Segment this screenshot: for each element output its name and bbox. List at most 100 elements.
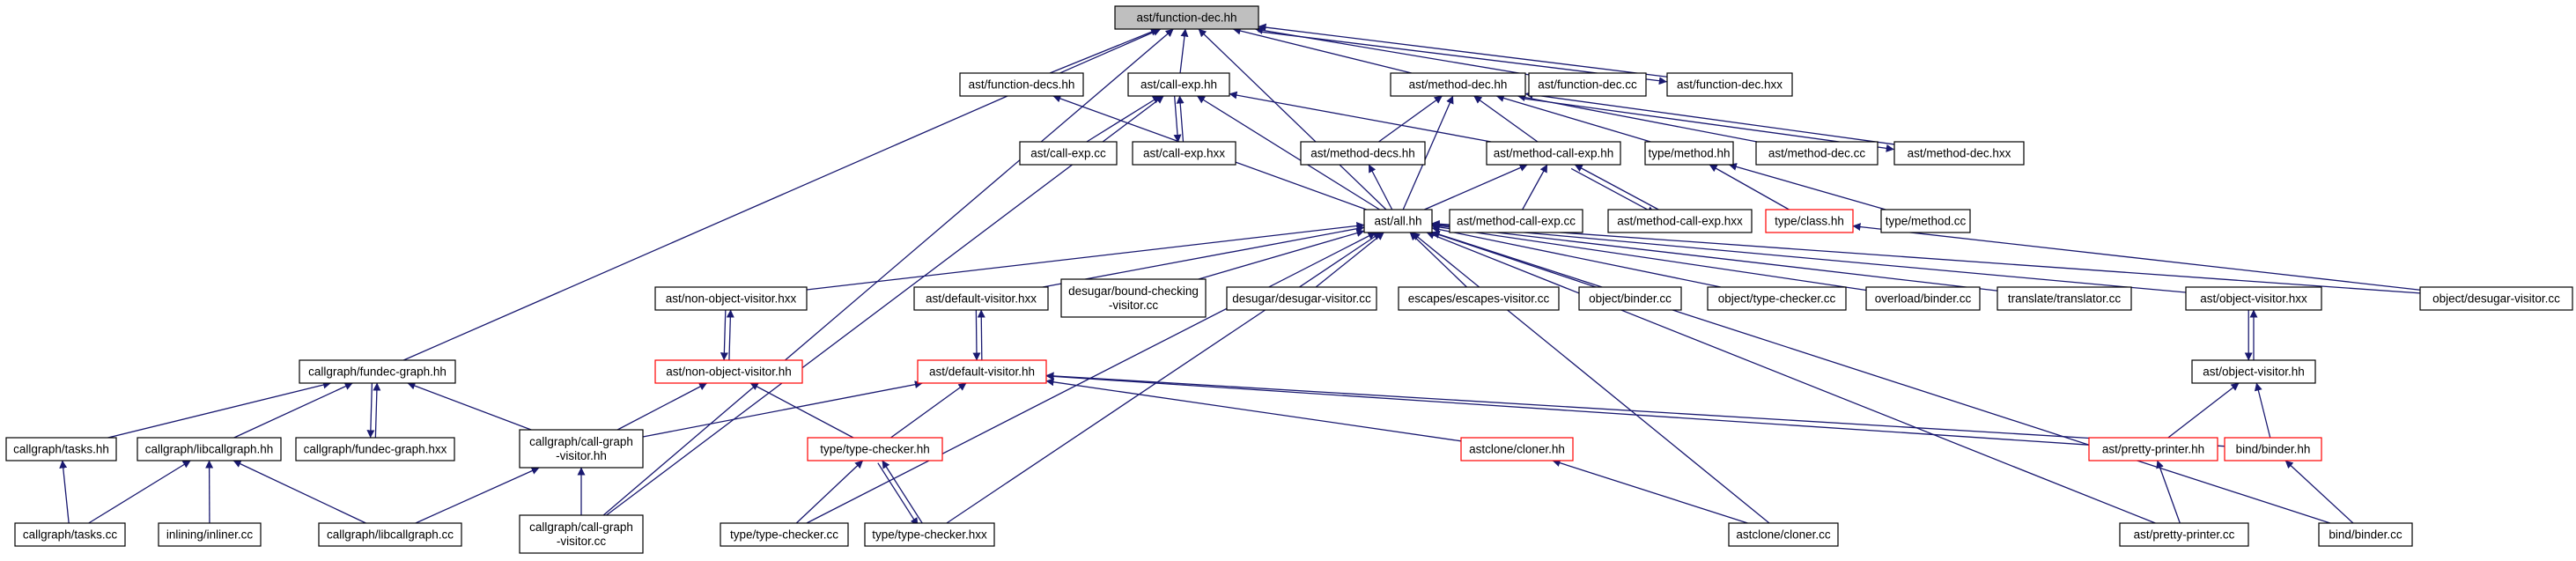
node-label: ast/pretty-printer.hh [2102,443,2204,456]
node-defvisitor-hxx[interactable]: ast/default-visitor.hxx [913,286,1049,311]
node-box [1707,286,1847,311]
node-label: ast/pretty-printer.cc [2134,528,2235,542]
node-fdec-hh[interactable]: ast/function-dec.hh [1114,5,1259,30]
node-typechecker-cc[interactable]: type/type-checker.cc [720,522,849,547]
node-novisitor-hxx[interactable]: ast/non-object-visitor.hxx [654,286,808,311]
node-box [1528,72,1647,97]
edge-all_hh-to-fdec_hh [1198,28,1387,210]
edge-typechecker_hxx-to-all_hh [946,232,1382,524]
node-label: desugar/bound-checking [1068,284,1199,298]
node-prettyprinter-cc[interactable]: ast/pretty-printer.cc [2119,522,2249,547]
node-box [2318,522,2413,547]
edge-prettyprinter_hh-to-defvisitor_hh [1045,372,2090,446]
node-inliner-cc[interactable]: inlining/inliner.cc [158,522,262,547]
node-label: bind/binder.cc [2329,528,2403,542]
edge-typechecker_hxx-to-typechecker_hh [882,460,923,524]
node-box [2191,359,2316,384]
node-methoddec-hh[interactable]: ast/method-dec.hh [1390,72,1526,97]
node-label: callgraph/tasks.hh [13,443,109,456]
node-box [1997,286,2132,311]
node-objbinder-cc[interactable]: object/binder.cc [1578,286,1682,311]
node-callexp-cc[interactable]: ast/call-exp.cc [1019,141,1118,166]
node-methoddecs-hh[interactable]: ast/method-decs.hh [1300,141,1426,166]
node-box [959,72,1084,97]
node-bindbinder-cc[interactable]: bind/binder.cc [2318,522,2413,547]
node-box [1449,209,1583,233]
node-cgtasks-cc[interactable]: callgraph/tasks.cc [14,522,126,547]
node-fundecgraph-hh[interactable]: callgraph/fundec-graph.hh [299,359,456,384]
node-mce-hh[interactable]: ast/method-call-exp.hh [1486,141,1621,166]
node-label: callgraph/tasks.cc [23,528,118,542]
node-typemethod-cc[interactable]: type/method.cc [1880,209,1971,233]
node-libcallgraph-hh[interactable]: callgraph/libcallgraph.hh [137,437,282,461]
node-objvisitor-hh[interactable]: ast/object-visitor.hh [2191,359,2316,384]
node-typeclass-hh[interactable]: type/class.hh [1765,209,1854,233]
node-box [807,437,943,461]
node-box [1390,72,1526,97]
node-typechecker-hh[interactable]: type/type-checker.hh [807,437,943,461]
edge-cgvisitor_cc-to-callexp_hh [606,95,1164,516]
node-label: ast/method-call-exp.hxx [1617,215,1743,228]
node-cgtasks-hh[interactable]: callgraph/tasks.hh [5,437,117,461]
node-methoddec-hxx[interactable]: ast/method-dec.hxx [1893,141,2025,166]
node-fdec-hxx[interactable]: ast/function-dec.hxx [1666,72,1793,97]
edge-methoddecs_hh-to-methoddec_hh [1378,95,1443,143]
node-defvisitor-hh[interactable]: ast/default-visitor.hh [917,359,1047,384]
node-bindbinder-hh[interactable]: bind/binder.hh [2224,437,2322,461]
node-label: ast/call-exp.hh [1140,78,1217,92]
node-boundcheck-cc[interactable]: desugar/bound-checking-visitor.cc [1060,278,1207,318]
node-box [1578,286,1682,311]
node-methoddec-cc[interactable]: ast/method-dec.cc [1755,141,1878,166]
node-box [1728,522,1839,547]
edge-cgtasks_hh-to-fundecgraph_hh [107,380,331,439]
node-mce-hxx[interactable]: ast/method-call-exp.hxx [1607,209,1753,233]
edges [59,23,2421,527]
node-novisitor-hh[interactable]: ast/non-object-visitor.hh [654,359,803,384]
edge-methoddec_hxx-to-methoddec_hh [1524,91,1895,145]
node-cloner-hh[interactable]: astclone/cloner.hh [1460,437,1574,461]
node-label: type/type-checker.hh [820,443,930,456]
node-objvisitor-hxx[interactable]: ast/object-visitor.hxx [2185,286,2322,311]
edge-callexp_cc-to-callexp_hh [1086,95,1161,143]
node-label: ast/default-visitor.hxx [926,292,1037,306]
edge-objdesugar_cc-to-typeclass_hh [1852,223,2421,291]
node-desugarvisitor-cc[interactable]: desugar/desugar-visitor.cc [1226,286,1377,311]
node-label: astclone/cloner.hh [1469,443,1565,456]
node-fdec-cc[interactable]: ast/function-dec.cc [1528,72,1647,97]
node-cloner-cc[interactable]: astclone/cloner.cc [1728,522,1839,547]
node-escapes-cc[interactable]: escapes/escapes-visitor.cc [1398,286,1560,311]
node-fdecs-hh[interactable]: ast/function-decs.hh [959,72,1084,97]
node-libcallgraph-cc[interactable]: callgraph/libcallgraph.cc [318,522,462,547]
node-all-hh[interactable]: ast/all.hh [1363,209,1433,233]
node-typemethod-hh[interactable]: type/method.hh [1644,141,1734,166]
edge-libcallgraph_hh-to-fundecgraph_hh [233,382,353,439]
node-box [1226,286,1377,311]
node-label: -visitor.hh [556,449,607,462]
edge-fundecgraph_hh-to-fundecgraph_hxx [366,382,375,439]
node-box [158,522,262,547]
node-label: ast/non-object-visitor.hxx [666,292,797,306]
node-objdesugar-cc[interactable]: object/desugar-visitor.cc [2419,286,2573,311]
node-box [1755,141,1878,166]
node-label: callgraph/fundec-graph.hh [308,365,447,379]
node-cgvisitor-hh[interactable]: callgraph/call-graph-visitor.hh [519,429,644,469]
node-translator-cc[interactable]: translate/translator.cc [1997,286,2132,311]
node-box [654,286,808,311]
node-cgvisitor-cc[interactable]: callgraph/call-graph-visitor.cc [519,514,644,554]
node-label: inlining/inliner.cc [166,528,254,542]
edge-typechecker_hh-to-defvisitor_hh [890,382,967,439]
node-box [1607,209,1753,233]
node-overload-cc[interactable]: overload/binder.cc [1865,286,1981,311]
node-typechecker-hxx[interactable]: type/type-checker.hxx [864,522,995,547]
edge-bindbinder_cc-to-all_hh [1431,230,2331,524]
node-prettyprinter-hh[interactable]: ast/pretty-printer.hh [2088,437,2218,461]
node-callexp-hh[interactable]: ast/call-exp.hh [1127,72,1230,97]
node-box [1765,209,1854,233]
node-objtypecheck-cc[interactable]: object/type-checker.cc [1707,286,1847,311]
node-label: type/class.hh [1775,215,1844,228]
edge-cgvisitor_hh-to-novisitor_hh [616,382,708,431]
node-fundecgraph-hxx[interactable]: callgraph/fundec-graph.hxx [295,437,455,461]
node-box [1893,141,2025,166]
node-mce-cc[interactable]: ast/method-call-exp.cc [1449,209,1583,233]
node-callexp-hxx[interactable]: ast/call-exp.hxx [1132,141,1236,166]
